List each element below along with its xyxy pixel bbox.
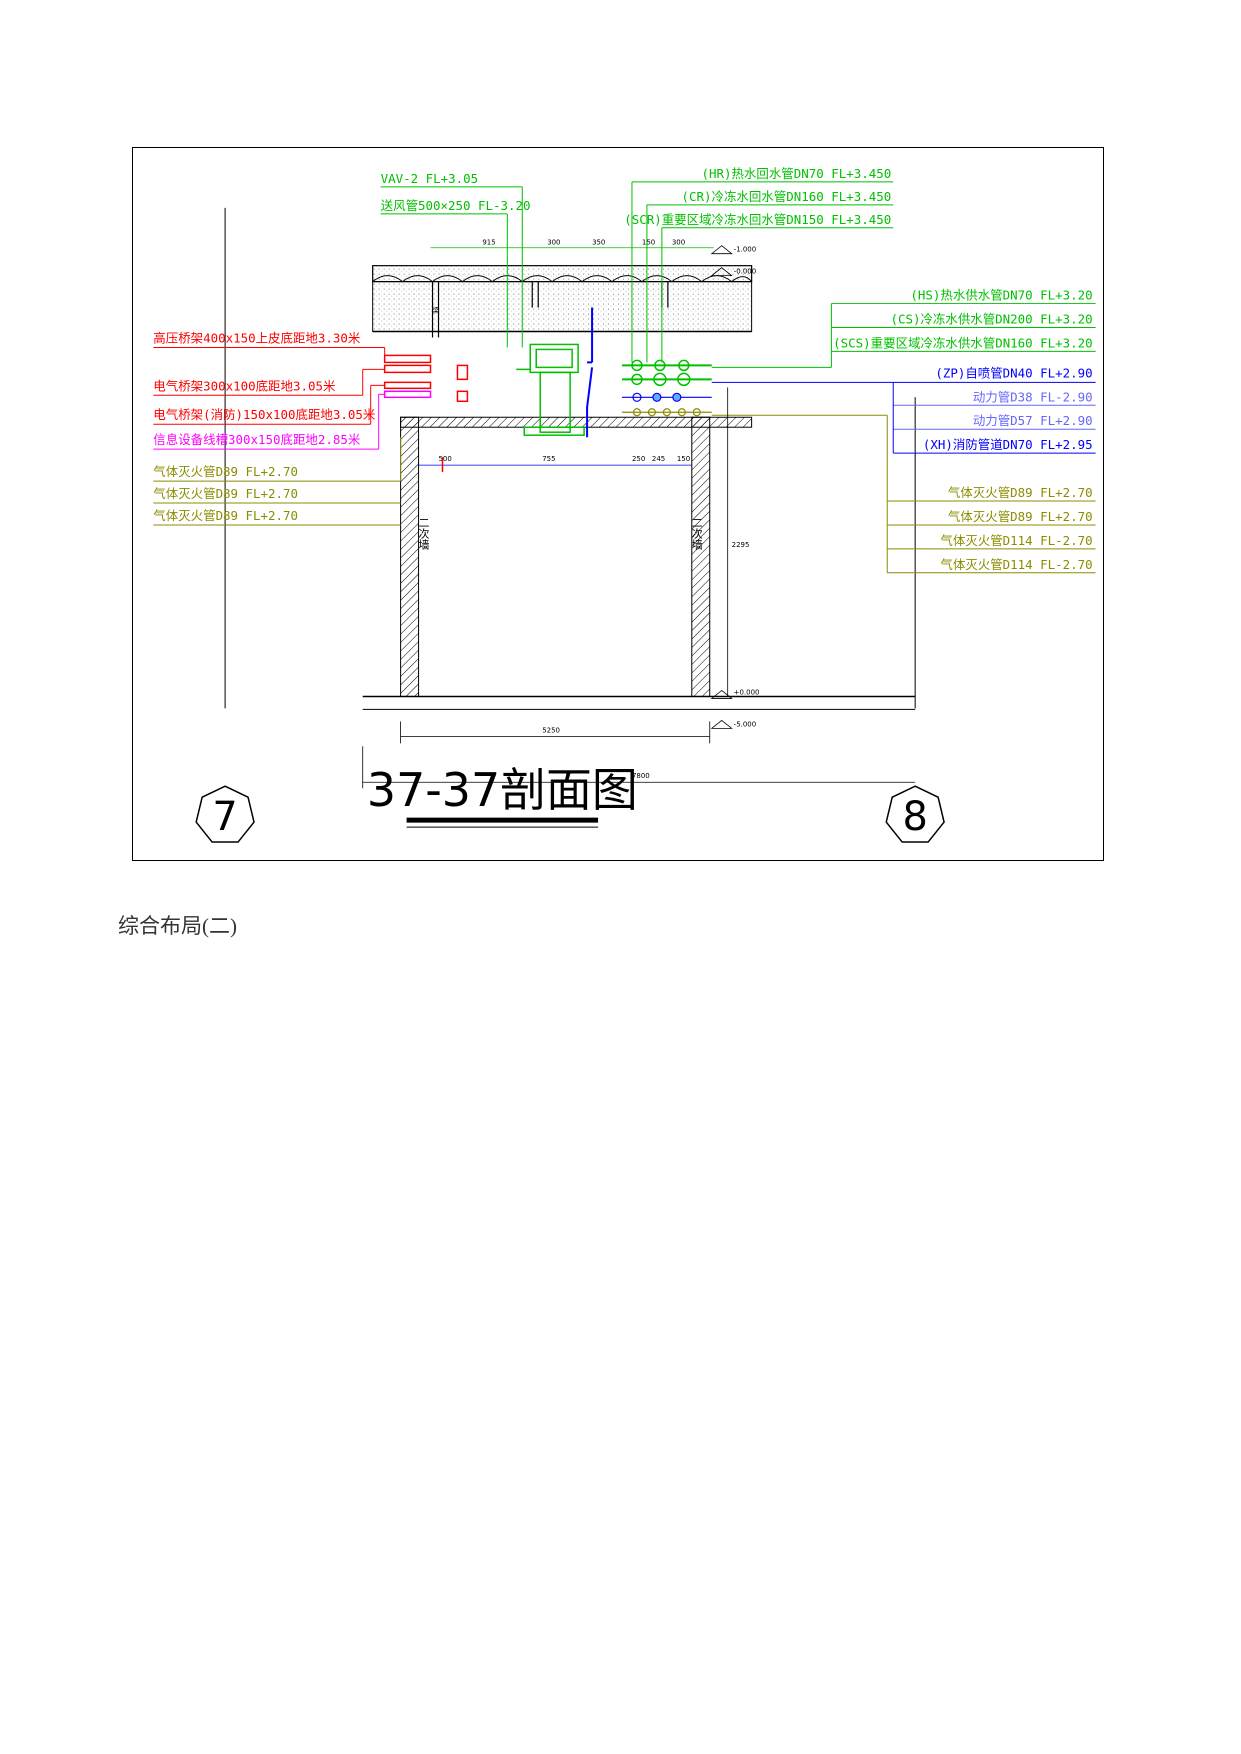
right-labels-green: (HS)热水供水管DN70 FL+3.20 (CS)冷冻水供水管DN200 FL… <box>711 288 1096 368</box>
left-labels-olive: 气体灭火管D89 FL+2.70 气体灭火管D89 FL+2.70 气体灭火管D… <box>153 437 402 526</box>
level-1: -1.000 <box>734 246 756 254</box>
dimensions-inner: 500 755 250 245 150 <box>418 455 692 473</box>
dimensions-top: 915 300 350 150 300 <box>430 239 714 249</box>
hv-tray-label: 高压桥架400x150上皮底距地3.30米 <box>153 330 361 345</box>
drawing-title: 37-37剖面图 <box>367 763 638 817</box>
level-2: -0.000 <box>734 268 756 276</box>
dim-bottom-total: 7800 <box>632 772 650 780</box>
right-labels-olive: 气体灭火管D89 FL+2.70 气体灭火管D89 FL+2.70 气体灭火管D… <box>711 414 1096 574</box>
dim-inner-4: 245 <box>652 455 665 463</box>
dim-top-1: 915 <box>482 239 495 247</box>
cs-pipe-label: (CS)冷冻水供水管DN200 FL+3.20 <box>890 312 1092 327</box>
cr-pipe-label: (CR)冷冻水回水管DN160 FL+3.450 <box>682 189 892 204</box>
dim-inner-5: 150 <box>677 455 690 463</box>
gas-pipe-label-l2: 气体灭火管D89 FL+2.70 <box>153 486 298 501</box>
page-caption: 综合布局(二) <box>118 914 237 938</box>
scs-pipe-label: (SCS)重要区域冷冻水供水管DN160 FL+3.20 <box>833 335 1092 350</box>
gas-pipe-label-r1: 气体灭火管D89 FL+2.70 <box>948 485 1093 500</box>
axis-label-7: 7 <box>212 794 237 840</box>
left-wall <box>400 416 420 697</box>
dimensions-bottom: 5250 7800 <box>362 721 916 789</box>
xh-pipe-label: (XH)消防管道DN70 FL+2.95 <box>923 437 1093 452</box>
dim-height: 2295 <box>732 541 750 549</box>
supply-duct-label: 送风管500×250 FL-3.20 <box>381 198 531 213</box>
beam-label: 梁 <box>433 306 440 315</box>
gas-pipe-label-l3: 气体灭火管D89 FL+2.70 <box>153 508 298 523</box>
right-labels-blue: (ZP)自喷管DN40 FL+2.90 动力管D38 FL-2.90 动力管D5… <box>711 365 1096 454</box>
dim-bottom-inner: 5250 <box>542 726 560 734</box>
fire-tray-label: 电气桥架(消防)150x100底距地3.05米 <box>153 407 376 422</box>
level-4: -5.000 <box>734 720 756 728</box>
dim-top-3: 350 <box>592 239 605 247</box>
dim-inner-2: 755 <box>542 455 555 463</box>
zp-pipe-label: (ZP)自喷管DN40 FL+2.90 <box>935 365 1092 380</box>
section-drawing-frame: 梁 二次墙 二次墙 <box>132 147 1104 861</box>
pipe-rack-upper <box>621 359 712 387</box>
power-d38-label: 动力管D38 FL-2.90 <box>973 389 1093 404</box>
hs-pipe-label: (HS)热水供水管DN70 FL+3.20 <box>910 288 1092 303</box>
right-wall-label: 二次墙 <box>690 517 703 551</box>
vav-label: VAV-2 FL+3.05 <box>381 171 478 186</box>
gas-pipe-label-l1: 气体灭火管D89 FL+2.70 <box>153 464 298 479</box>
gas-pipe-label-r3: 气体灭火管D114 FL-2.70 <box>940 533 1092 548</box>
axis-label-8: 8 <box>902 794 927 840</box>
right-wall <box>691 416 711 697</box>
dim-inner-1: 500 <box>439 455 452 463</box>
dimensions-vertical: 2295 <box>727 387 750 697</box>
cable-trays-left <box>383 354 469 403</box>
dim-inner-3: 250 <box>632 455 645 463</box>
power-d57-label: 动力管D57 FL+2.90 <box>973 413 1093 428</box>
level-3: +0.000 <box>734 688 760 696</box>
dim-top-4: 150 <box>642 239 655 247</box>
level-markers: -1.000 -0.000 +0.000 -5.000 <box>710 245 760 729</box>
electric-tray-label: 电气桥架300x100底距地3.05米 <box>153 378 336 393</box>
left-labels-red: 高压桥架400x150上皮底距地3.30米 电气桥架300x100底距地3.05… <box>153 330 386 425</box>
gas-pipe-label-r2: 气体灭火管D89 FL+2.70 <box>948 509 1093 524</box>
roof-slab <box>372 265 753 333</box>
gas-pipe-label-r4: 气体灭火管D114 FL-2.70 <box>940 557 1092 572</box>
info-trunking-label: 信息设备线槽300x150底距地2.85米 <box>153 432 361 447</box>
scr-pipe-label: (SCR)重要区域冷冻水回水管DN150 FL+3.450 <box>624 212 891 227</box>
riser-pipe <box>586 307 594 438</box>
top-labels: VAV-2 FL+3.05 送风管500×250 FL-3.20 <box>380 171 531 348</box>
top-right-labels: (HR)热水回水管DN70 FL+3.450 (CR)冷冻水回水管DN160 F… <box>624 166 894 363</box>
hr-pipe-label: (HR)热水回水管DN70 FL+3.450 <box>701 166 891 181</box>
axis-bubble-7: 7 <box>195 785 255 843</box>
dim-top-2: 300 <box>547 239 560 247</box>
left-label-magenta: 信息设备线槽300x150底距地2.85米 <box>153 393 385 450</box>
section-drawing: 梁 二次墙 二次墙 <box>153 166 1096 843</box>
pipe-rack-lower <box>621 392 712 417</box>
dim-top-5: 300 <box>672 239 685 247</box>
vav-box <box>516 343 585 436</box>
axis-bubble-8: 8 <box>885 785 945 843</box>
left-wall-label: 二次墙 <box>417 517 430 551</box>
